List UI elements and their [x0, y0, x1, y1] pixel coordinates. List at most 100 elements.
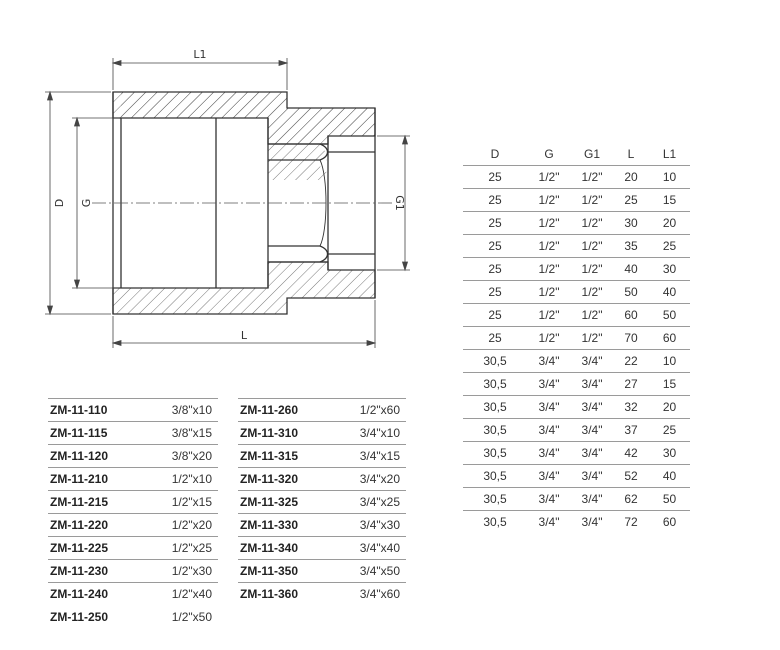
dimension-L1 — [111, 58, 289, 90]
cell-l1: 50 — [662, 308, 677, 322]
part-code: ZM-11-215 — [50, 495, 109, 509]
cell-g: 3/4" — [538, 400, 560, 414]
list-item: ZM-11-115 3/8"x15 — [48, 421, 218, 444]
cell-l1: 60 — [662, 515, 677, 529]
part-code: ZM-11-320 — [240, 472, 299, 486]
cell-l1: 20 — [662, 216, 677, 230]
list-item: ZM-11-240 1/2"x40 — [48, 582, 218, 605]
part-code: ZM-11-315 — [240, 449, 299, 463]
cell-g: 3/4" — [538, 492, 560, 506]
cell-l: 27 — [624, 377, 638, 391]
cell-d: 30,5 — [483, 515, 507, 529]
cell-g1: 1/2" — [581, 285, 603, 299]
cell-l1: 40 — [662, 285, 677, 299]
part-size: 1/2"x60 — [359, 403, 400, 417]
cell-d: 25 — [488, 285, 502, 299]
cell-g1: 1/2" — [581, 170, 603, 184]
part-size: 3/8"x15 — [171, 426, 212, 440]
cell-g1: 1/2" — [581, 216, 603, 230]
header-L1: L1 — [662, 147, 677, 161]
cell-d: 25 — [488, 308, 502, 322]
cell-g: 1/2" — [538, 331, 560, 345]
part-code: ZM-11-120 — [50, 449, 109, 463]
part-code: ZM-11-325 — [240, 495, 299, 509]
cell-d: 30,5 — [483, 354, 507, 368]
header-L: L — [627, 147, 635, 161]
cell-g: 3/4" — [538, 377, 560, 391]
header-G: G — [544, 147, 554, 161]
dimension-G — [72, 116, 119, 290]
cell-l: 70 — [624, 331, 638, 345]
dimension-G1 — [377, 134, 410, 272]
part-size: 1/2"x10 — [171, 472, 212, 486]
part-size: 1/2"x15 — [171, 495, 212, 509]
cell-l: 72 — [624, 515, 638, 529]
part-code: ZM-11-330 — [240, 518, 299, 532]
part-size: 3/4"x25 — [359, 495, 400, 509]
dimension-D — [45, 90, 111, 316]
cell-g1: 1/2" — [581, 331, 603, 345]
cell-l: 30 — [624, 216, 638, 230]
cell-l1: 10 — [662, 170, 677, 184]
cell-g: 3/4" — [538, 423, 560, 437]
list-item: ZM-11-215 1/2"x15 — [48, 490, 218, 513]
part-code: ZM-11-230 — [50, 564, 109, 578]
part-size: 3/4"x10 — [359, 426, 400, 440]
cell-l1: 30 — [662, 446, 677, 460]
part-code: ZM-11-220 — [50, 518, 109, 532]
cell-g: 1/2" — [538, 170, 560, 184]
cell-l: 37 — [624, 423, 638, 437]
list-item: ZM-11-310 3/4"x10 — [238, 421, 406, 444]
part-code: ZM-11-225 — [50, 541, 109, 555]
part-size: 1/2"x40 — [171, 587, 212, 601]
label-G: G — [80, 199, 93, 208]
cell-l: 42 — [624, 446, 638, 460]
cell-d: 25 — [488, 193, 502, 207]
cell-l: 22 — [624, 354, 638, 368]
part-code: ZM-11-115 — [50, 426, 108, 440]
cell-g1: 1/2" — [581, 262, 603, 276]
cell-l: 60 — [624, 308, 638, 322]
part-size: 3/4"x40 — [359, 541, 400, 555]
part-size: 3/4"x30 — [359, 518, 400, 532]
cell-l1: 25 — [662, 423, 677, 437]
cell-d: 30,5 — [483, 377, 507, 391]
lower-wall-section-body — [112, 261, 376, 315]
cell-l1: 50 — [662, 492, 677, 506]
part-size: 1/2"x50 — [171, 610, 212, 624]
dimension-L — [111, 300, 377, 348]
cell-g: 1/2" — [538, 239, 560, 253]
fitting-section-drawing: L1 L D G G1 — [45, 48, 410, 348]
cell-d: 30,5 — [483, 423, 507, 437]
cell-l: 25 — [624, 193, 638, 207]
cell-g: 3/4" — [538, 446, 560, 460]
cell-l: 32 — [624, 400, 638, 414]
part-code: ZM-11-110 — [50, 403, 108, 417]
cell-g1: 1/2" — [581, 239, 603, 253]
part-size: 3/4"x60 — [359, 587, 400, 601]
cell-g: 1/2" — [538, 262, 560, 276]
part-size: 1/2"x20 — [171, 518, 212, 532]
cell-l1: 60 — [662, 331, 677, 345]
part-code: ZM-11-310 — [240, 426, 299, 440]
cell-l1: 15 — [662, 377, 677, 391]
part-code: ZM-11-240 — [50, 587, 109, 601]
cell-l: 52 — [624, 469, 638, 483]
cell-g: 1/2" — [538, 193, 560, 207]
